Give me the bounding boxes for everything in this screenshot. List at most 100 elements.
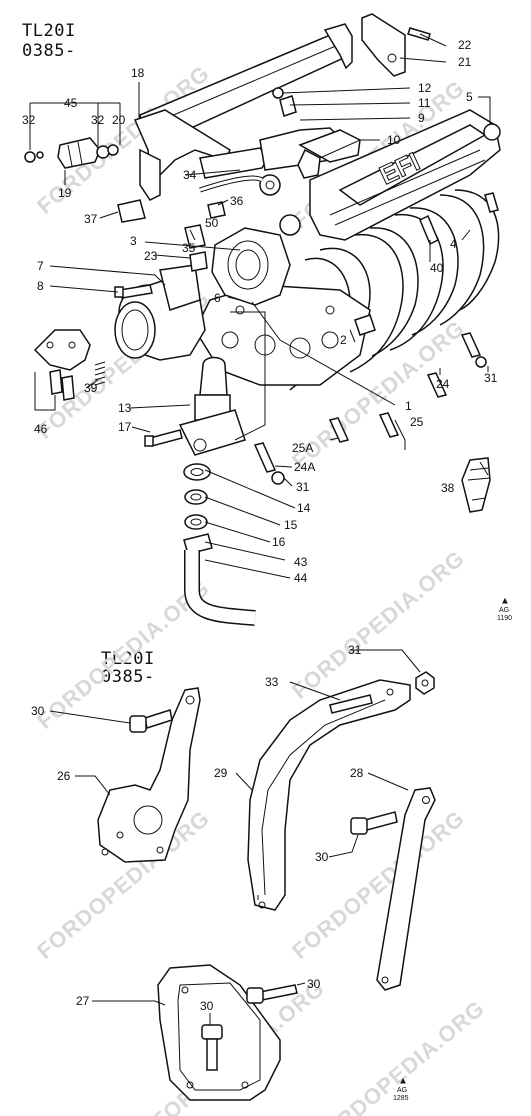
bottom-model-label: TL20I (101, 649, 155, 669)
top-ref-code-1: AG (499, 607, 510, 614)
sensor-38 (461, 457, 491, 513)
intake-manifold-drawing: EFI (24, 13, 501, 626)
seal-32 (24, 151, 36, 163)
throttle-body-cap (279, 214, 301, 236)
brackets-drawing (97, 671, 436, 1101)
damper-13 (199, 356, 228, 396)
callout-label: 24 (436, 377, 450, 391)
callout-label: 32 (22, 113, 36, 127)
throttle-body (211, 227, 291, 306)
callout-label: 11 (418, 96, 431, 110)
callout-label: 45 (64, 96, 78, 110)
clip-37 (117, 199, 146, 223)
fitting-2 (354, 314, 376, 336)
callout-label: 44 (294, 571, 308, 585)
ref-mark (400, 1077, 406, 1084)
callout-label: 15 (284, 518, 298, 532)
callout-label: 50 (205, 216, 219, 230)
callout-label: 12 (418, 81, 432, 95)
callout-label: 8 (37, 279, 44, 293)
top-model-label: TL20I (22, 21, 76, 41)
callout-label: 38 (441, 481, 455, 495)
clip-20 (107, 144, 119, 156)
callout-label: 33 (265, 675, 279, 689)
callout-label: 39 (84, 381, 98, 395)
nut-31-b (475, 356, 487, 368)
stud-24 (460, 332, 482, 358)
callout-label: 19 (58, 186, 72, 200)
seal-14 (183, 463, 211, 481)
callout-label: 10 (387, 133, 401, 147)
callout-label: 25A (292, 441, 313, 455)
sensor-34 (259, 174, 281, 196)
bottom-code-label: 0385- (101, 667, 155, 687)
callout-label: 31 (296, 480, 310, 494)
callout-label: 27 (76, 994, 90, 1008)
bracket-21 (361, 13, 406, 77)
callout-label: 31 (484, 371, 498, 385)
bracket-28 (376, 787, 436, 991)
bottom-ref-code-2: 1285 (393, 1095, 409, 1102)
callout-label: 6 (214, 291, 221, 305)
top-code-label: 0385- (22, 41, 76, 61)
callout-label: 43 (294, 555, 308, 569)
callout-label: 13 (118, 401, 132, 415)
callout-label: 34 (183, 168, 197, 182)
callout-label: 25 (410, 415, 424, 429)
callout-label: 31 (348, 643, 362, 657)
bolt-30 (364, 811, 398, 831)
callout-label: 18 (131, 66, 145, 80)
bottom-leader-lines (49, 649, 421, 1025)
bottom-ref-code-1: AG (397, 1087, 408, 1094)
callout-label: 30 (315, 850, 329, 864)
callout-label: 37 (84, 212, 98, 226)
bolt-25 (378, 412, 400, 438)
callout-label: 21 (458, 55, 472, 69)
callout-label: 16 (272, 535, 286, 549)
inlet-bore (114, 301, 156, 359)
callout-label: 36 (230, 194, 244, 208)
callout-label: 30 (200, 999, 214, 1013)
bracket-18-leg (139, 148, 161, 201)
spring-39 (94, 361, 106, 386)
callout-label: 35 (182, 241, 196, 255)
stud-24A (253, 442, 277, 473)
ref-mark (502, 597, 508, 604)
bracket-29 (247, 679, 411, 911)
top-callouts: 22 21 18 45 32 32 20 5 12 11 9 10 19 34 … (22, 38, 498, 585)
clip-10 (297, 148, 321, 179)
bolt-17 (149, 429, 183, 447)
bolt-30 (201, 1024, 223, 1040)
runner-2 (349, 233, 404, 373)
seal-15 (184, 489, 208, 505)
callout-label: 7 (37, 259, 44, 273)
elbow-flange (159, 264, 201, 311)
top-ref-code-2: 1190 (497, 615, 513, 622)
callout-label: 9 (418, 111, 425, 125)
callout-label: 17 (118, 420, 132, 434)
callout-label: 24A (294, 460, 315, 474)
callout-label: 14 (297, 501, 311, 515)
bolt-30 (144, 709, 173, 729)
callout-label: 2 (340, 333, 347, 347)
bracket-46 (33, 329, 91, 371)
runner-4 (439, 194, 485, 326)
callout-label: 1 (405, 399, 412, 413)
bolt-24 (426, 372, 448, 398)
bolt-33 (329, 694, 373, 714)
callout-label: 28 (350, 766, 364, 780)
seal-16 (184, 514, 208, 530)
clip-36 (207, 201, 226, 219)
callout-label: 30 (307, 977, 321, 991)
callout-label: 4 (450, 237, 457, 251)
bolt-22 (407, 27, 431, 41)
damper-bracket (178, 409, 246, 456)
bottom-callouts: 31 33 30 26 29 28 30 27 30 30 (31, 643, 364, 1013)
callout-label: 22 (458, 38, 472, 52)
watermark-text: FORDOPEDIA.ORG (307, 995, 489, 1116)
nut-31 (271, 471, 285, 485)
nut-12 (272, 87, 284, 99)
callout-label: 32 (91, 113, 105, 127)
callout-label: 3 (130, 234, 137, 248)
